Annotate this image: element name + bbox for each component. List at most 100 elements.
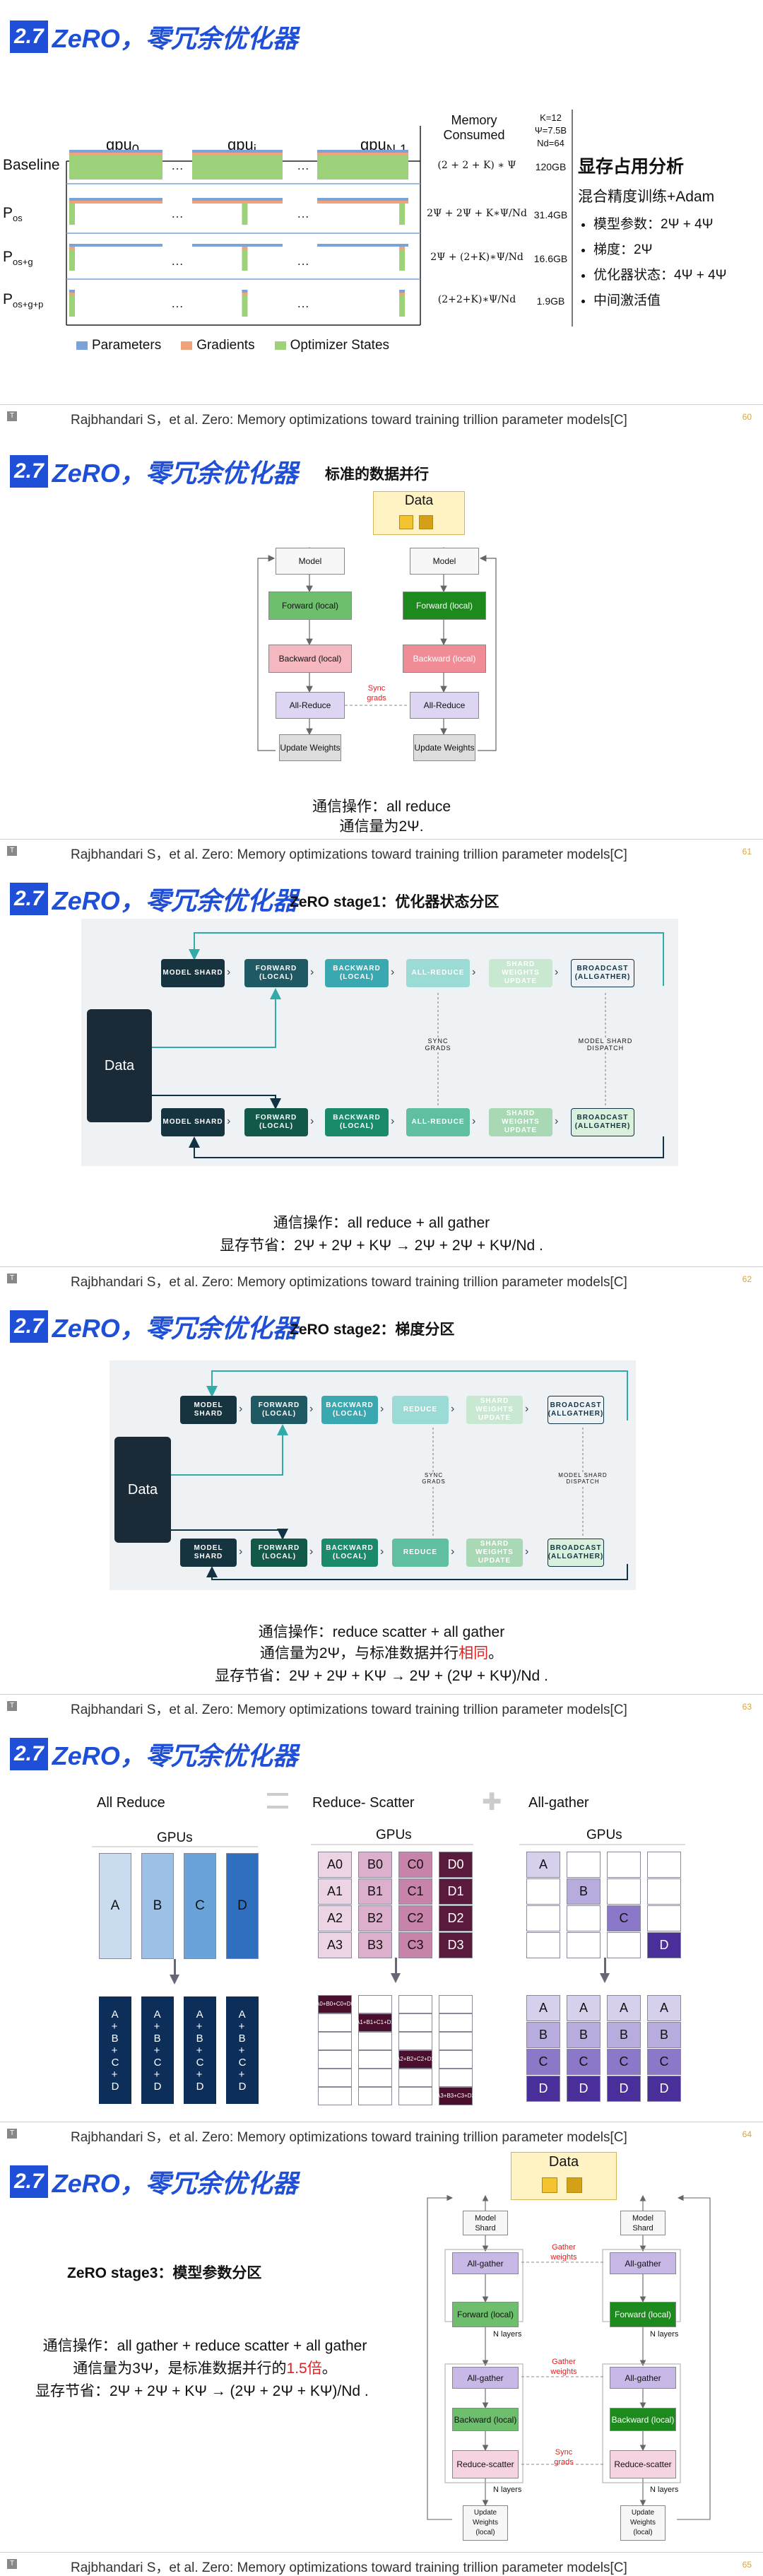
stage-broadcast-allgather-: BROADCAST (ALLGATHER)	[571, 1108, 634, 1136]
chevron-right-icon: ›	[380, 1546, 384, 1558]
rs-cell: D0	[439, 1852, 473, 1878]
subtitle: ZeRO stage1：优化器状态分区	[290, 894, 499, 910]
grad-bar	[317, 153, 408, 155]
reduce-scatter-label: Reduce- Scatter	[312, 1795, 415, 1811]
rs-out-cell	[358, 2087, 392, 2105]
svg-text:…: …	[297, 158, 309, 172]
grad-shard	[242, 247, 248, 249]
row-formula: (2+2+K)∗Ψ/Nd	[437, 294, 516, 305]
backward-left: Backward (local)	[268, 645, 352, 673]
nlayers-4: N layers	[650, 2486, 679, 2494]
rs-cell: C1	[398, 1878, 432, 1905]
forward-right: Forward (local)	[610, 2302, 676, 2327]
stage-all-reduce: ALL-REDUCE	[406, 959, 470, 987]
rs-out-cell	[318, 2069, 352, 2087]
chevron-right-icon: ›	[309, 1403, 314, 1415]
stage-backward-local-: BACKWARD (LOCAL)	[325, 1108, 389, 1136]
rs-cell: A3	[318, 1932, 352, 1958]
analysis-title: 显存占用分析	[578, 157, 685, 177]
allreduce-input: B	[141, 1853, 174, 1959]
rs-out-cell	[398, 1995, 432, 2013]
rs-cell: B1	[358, 1878, 392, 1905]
param-shard	[399, 290, 406, 293]
allgather-right-1: All-gather	[610, 2252, 676, 2274]
allreduce-output: A+B+C+D	[184, 1996, 216, 2104]
stage-model-shard: MODEL SHARD	[180, 1396, 237, 1424]
ag-out-cell: D	[647, 2076, 681, 2102]
chevron-right-icon: ›	[227, 1115, 231, 1127]
gpus-label-3: GPUs	[586, 1828, 622, 1842]
rs-out-cell	[439, 2013, 473, 2032]
rs-cell: B3	[358, 1932, 392, 1958]
allgather-right-2: All-gather	[610, 2367, 676, 2389]
param-shard	[69, 290, 75, 293]
backward-right: Backward (local)	[610, 2408, 676, 2431]
row-memory: 1.9GB	[536, 295, 565, 307]
rs-out-cell	[398, 2069, 432, 2087]
update-left: Update Weights (local)	[463, 2505, 508, 2541]
opt-bar	[192, 155, 283, 180]
grad-shard	[399, 247, 406, 249]
chevron-right-icon: ›	[555, 1115, 559, 1127]
dp-diagram	[257, 546, 497, 751]
opt-bar	[69, 155, 162, 180]
dispatch-label: MODEL SHARD DISPATCH	[555, 1472, 611, 1485]
model-shard-right: Model Shard	[620, 2211, 666, 2235]
ag-cell	[607, 1852, 641, 1878]
allreduce-label: All Reduce	[97, 1795, 165, 1811]
allreduce-output: A+B+C+D	[226, 1996, 259, 2104]
svg-text:…: …	[297, 206, 309, 220]
model-shard-left: Model Shard	[463, 2211, 508, 2235]
ag-cell	[607, 1878, 641, 1905]
svg-text:…: …	[171, 206, 184, 220]
rs-cell: D1	[439, 1878, 473, 1905]
param-bar	[192, 198, 283, 201]
opt-shard	[242, 204, 248, 225]
opt-shard	[69, 204, 75, 225]
equals-icon	[267, 1793, 288, 1809]
param-bar	[69, 244, 162, 247]
ag-out-cell: A	[607, 1995, 641, 2021]
param-bar	[69, 198, 162, 201]
opt-shard	[242, 295, 248, 317]
legend: Parameters Gradients Optimizer States	[76, 338, 389, 353]
chevron-right-icon: ›	[227, 966, 231, 978]
row-formula: 2Ψ + 2Ψ + K∗Ψ/Nd	[427, 208, 527, 219]
rs-out-cell	[358, 2032, 392, 2050]
comm-volume: 通信量为2Ψ，与标准数据并行相同。	[259, 1645, 504, 1662]
ag-cell	[607, 1932, 641, 1958]
rs-cell: B0	[358, 1852, 392, 1878]
allreduce-input: C	[184, 1853, 216, 1959]
rs-cell: D2	[439, 1905, 473, 1931]
ag-out-cell: D	[567, 2076, 601, 2102]
nlayers-3: N layers	[493, 2486, 522, 2494]
row-memory: 16.6GB	[533, 253, 568, 264]
ag-out-cell: D	[526, 2076, 560, 2102]
rs-out-cell	[318, 2013, 352, 2032]
row-label: Baseline	[3, 157, 60, 173]
memory-bars: ……………………	[66, 110, 573, 327]
param-bar	[317, 150, 408, 153]
model-left: Model	[276, 548, 345, 575]
chevron-right-icon: ›	[472, 966, 476, 978]
grad-bar	[317, 201, 408, 204]
plus-icon: ✚	[482, 1789, 502, 1816]
forward-left: Forward (local)	[268, 592, 352, 620]
gather-weights-label-2: Gather weights	[550, 2358, 577, 2376]
stage-backward-local-: BACKWARD (LOCAL)	[325, 959, 389, 987]
comm-op: 通信操作：all gather + reduce scatter + all g…	[42, 2338, 367, 2354]
ag-cell	[526, 1905, 560, 1931]
ag-out-cell: A	[567, 1995, 601, 2021]
allreduce-output: A+B+C+D	[99, 1996, 131, 2104]
allreduce-output: A+B+C+D	[141, 1996, 174, 2104]
gpus-label-2: GPUs	[376, 1828, 412, 1842]
rs-cell: D3	[439, 1932, 473, 1958]
grad-shard	[242, 293, 248, 295]
memory-header: Memory Consumed	[443, 113, 505, 142]
opt-shard	[242, 249, 248, 271]
ag-cell	[647, 1852, 681, 1878]
